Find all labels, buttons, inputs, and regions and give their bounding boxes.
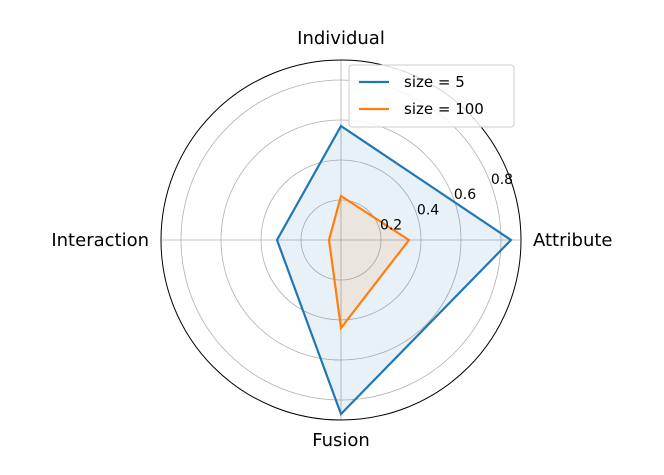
legend-label-0: size = 5 <box>404 73 465 91</box>
axis-label-interaction: Interaction <box>51 230 149 251</box>
series-fill-0 <box>277 126 511 414</box>
series-fill-1 <box>329 196 409 328</box>
radial-tick-labels: 0.2 0.4 0.6 0.8 <box>380 172 513 234</box>
grid <box>160 59 522 421</box>
r-tick-label: 0.8 <box>491 172 513 188</box>
r-tick-label: 0.2 <box>380 218 402 234</box>
legend-label-1: size = 100 <box>404 100 484 118</box>
series-line-0 <box>275 124 513 417</box>
series-layer <box>275 124 513 417</box>
axis-label-individual: Individual <box>297 28 385 49</box>
outer-frame <box>160 59 522 421</box>
r-tick-label: 0.6 <box>454 187 476 203</box>
r-tick-label: 0.4 <box>417 202 439 218</box>
legend: size = 5 size = 100 <box>348 64 515 128</box>
series-line-1 <box>327 194 411 331</box>
legend-box <box>348 64 515 128</box>
axis-label-attribute: Attribute <box>533 230 612 251</box>
axis-label-fusion: Fusion <box>312 430 370 451</box>
